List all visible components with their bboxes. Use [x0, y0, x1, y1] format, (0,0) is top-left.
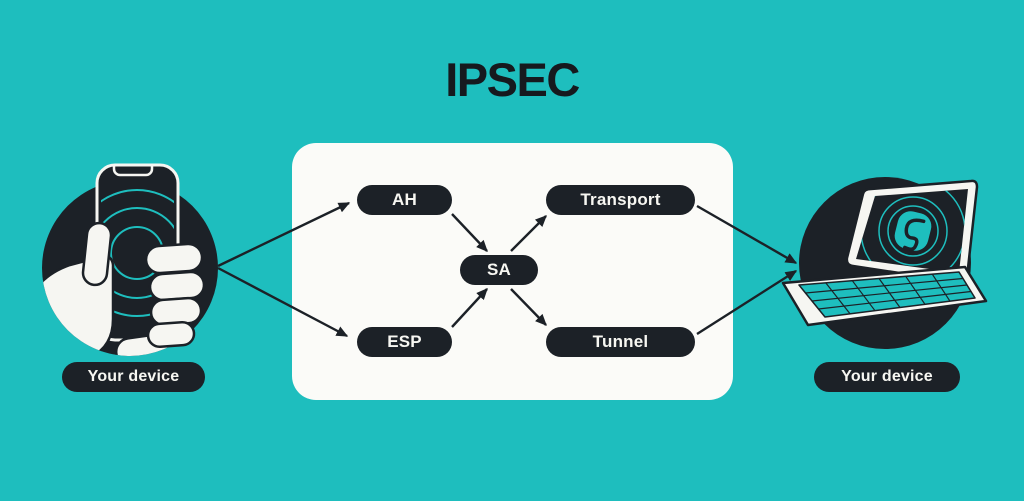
laptop-screen [845, 179, 979, 284]
node-tunnel: Tunnel [546, 327, 695, 357]
page-title: IPSEC [445, 53, 580, 106]
laptop-keyboard [781, 265, 988, 327]
your-device-label-right: Your device [814, 362, 960, 392]
node-esp: ESP [357, 327, 452, 357]
node-transport: Transport [546, 185, 695, 215]
node-sa: SA [460, 255, 538, 285]
your-device-label-left: Your device [62, 362, 205, 392]
surfshark-logo-icon [887, 205, 939, 257]
hand-holding-phone-icon [42, 163, 218, 356]
laptop-icon [781, 177, 988, 349]
node-ah: AH [357, 185, 452, 215]
phone-notch [112, 166, 154, 177]
